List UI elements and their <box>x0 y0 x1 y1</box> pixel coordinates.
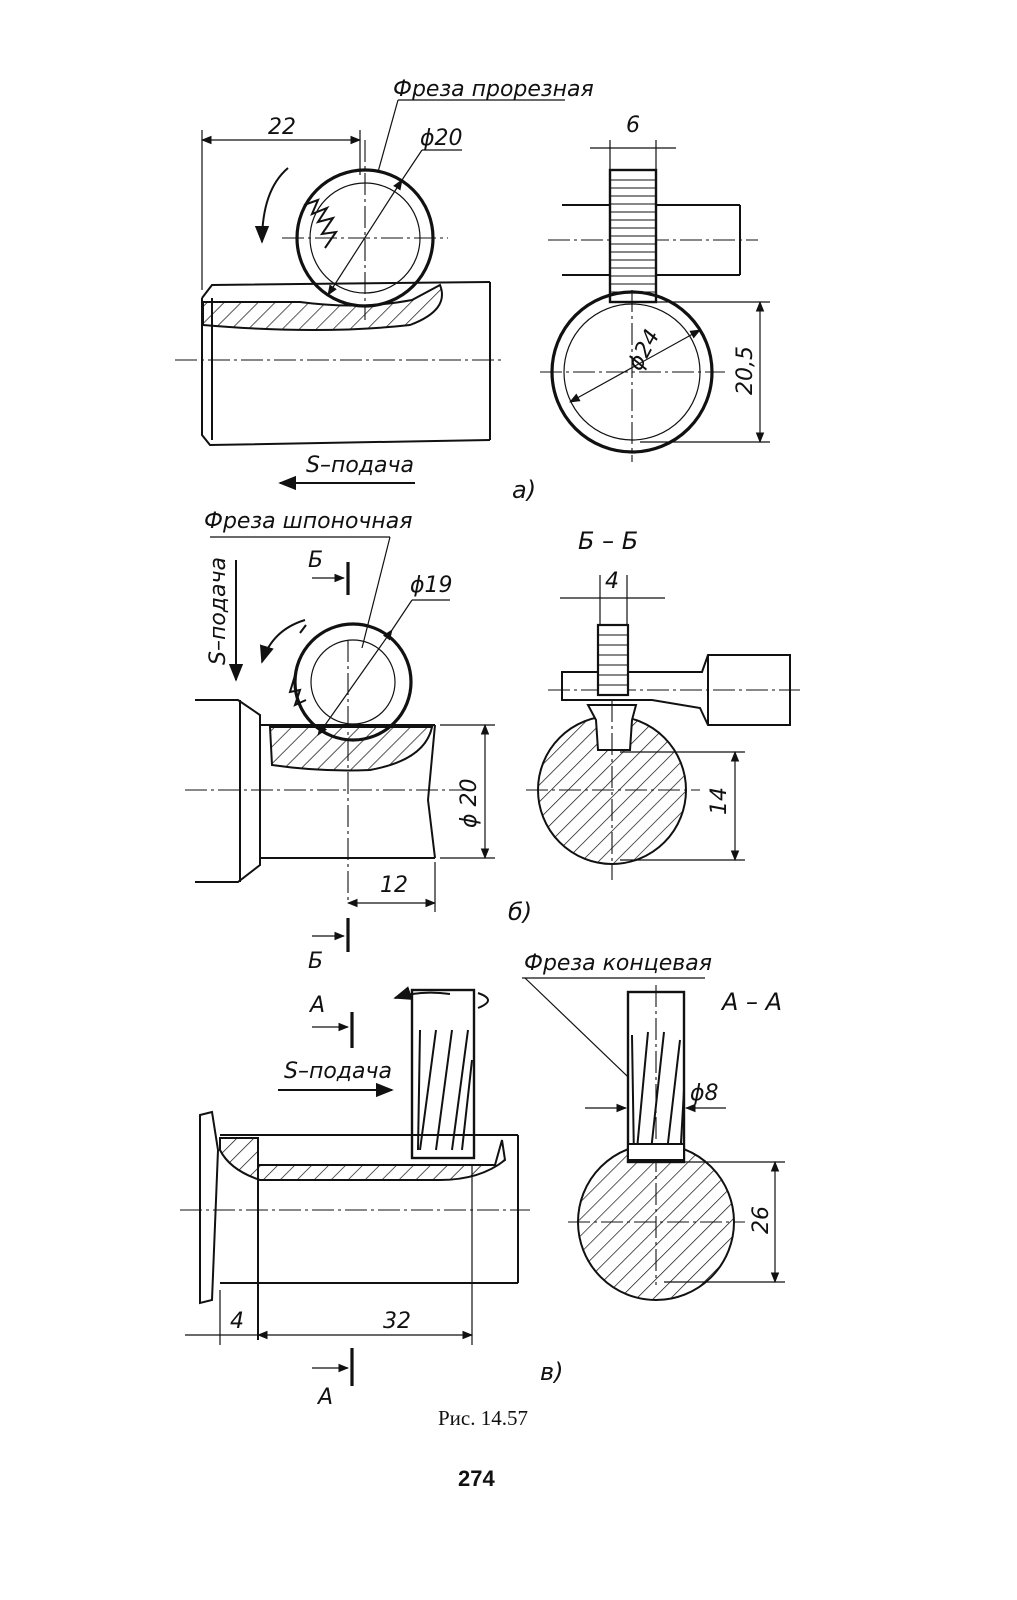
section-b-b <box>526 575 800 880</box>
dim-6: 6 <box>626 113 640 138</box>
section-mark-c-bottom: А <box>316 1385 333 1410</box>
section-mark-b-bottom: Б <box>308 949 323 974</box>
section-a-a <box>568 985 785 1301</box>
shaft-b <box>185 640 470 900</box>
dim-26: 26 <box>749 1206 774 1234</box>
dim-14: 14 <box>707 787 732 815</box>
dim-22: 22 <box>268 115 296 140</box>
view-c: А S–подача 4 32 А Фреза ко <box>180 951 785 1410</box>
dimension-d20-b <box>440 723 495 860</box>
dim-d20-b: ϕ 20 <box>457 779 482 829</box>
view-marker-c: в) <box>540 1358 564 1386</box>
label-end-mill: Фреза концевая <box>524 951 712 976</box>
dim-d19: ϕ19 <box>410 573 453 598</box>
slot-cutter-a <box>254 99 565 320</box>
label-keyseat-cutter: Фреза шпоночная <box>204 509 413 534</box>
dim-d24: ϕ24 <box>623 326 665 375</box>
dim-4-b: 4 <box>605 569 619 594</box>
shaft-c <box>180 1110 530 1340</box>
dim-d8: ϕ8 <box>690 1081 719 1106</box>
keyseat-cutter-b <box>259 599 450 742</box>
view-a: Фреза прорезная 22 ϕ20 <box>175 77 770 504</box>
view-marker-b: б) <box>508 898 532 926</box>
view-b: Фреза шпоночная S–подача Б ϕ <box>185 509 800 974</box>
dimension-12 <box>346 862 437 912</box>
section-title-b: Б – Б <box>578 527 638 555</box>
section-mark-c-top: А <box>308 993 325 1018</box>
dim-32: 32 <box>383 1309 411 1334</box>
dim-d20: ϕ20 <box>420 126 463 151</box>
dim-4-c: 4 <box>230 1309 244 1334</box>
dim-20-5: 20,5 <box>733 346 758 395</box>
end-mill-c <box>393 986 489 1160</box>
dim-12: 12 <box>380 873 408 898</box>
feed-label-b: S–подача <box>206 557 231 665</box>
side-view-a <box>540 140 770 462</box>
feed-label-c: S–подача <box>284 1059 392 1084</box>
section-title-c: А – А <box>720 988 782 1016</box>
figure-caption: Рис. 14.57 <box>438 1406 528 1430</box>
section-mark-b-top: Б <box>308 548 323 573</box>
view-marker-a: а) <box>512 476 536 504</box>
page-number: 274 <box>458 1466 495 1491</box>
dimension-22 <box>200 130 362 290</box>
dimension-4-32 <box>185 1165 474 1345</box>
feed-label-a: S–подача <box>306 453 414 478</box>
shaft-a <box>175 281 505 447</box>
label-slot-cutter-a: Фреза прорезная <box>393 77 594 102</box>
